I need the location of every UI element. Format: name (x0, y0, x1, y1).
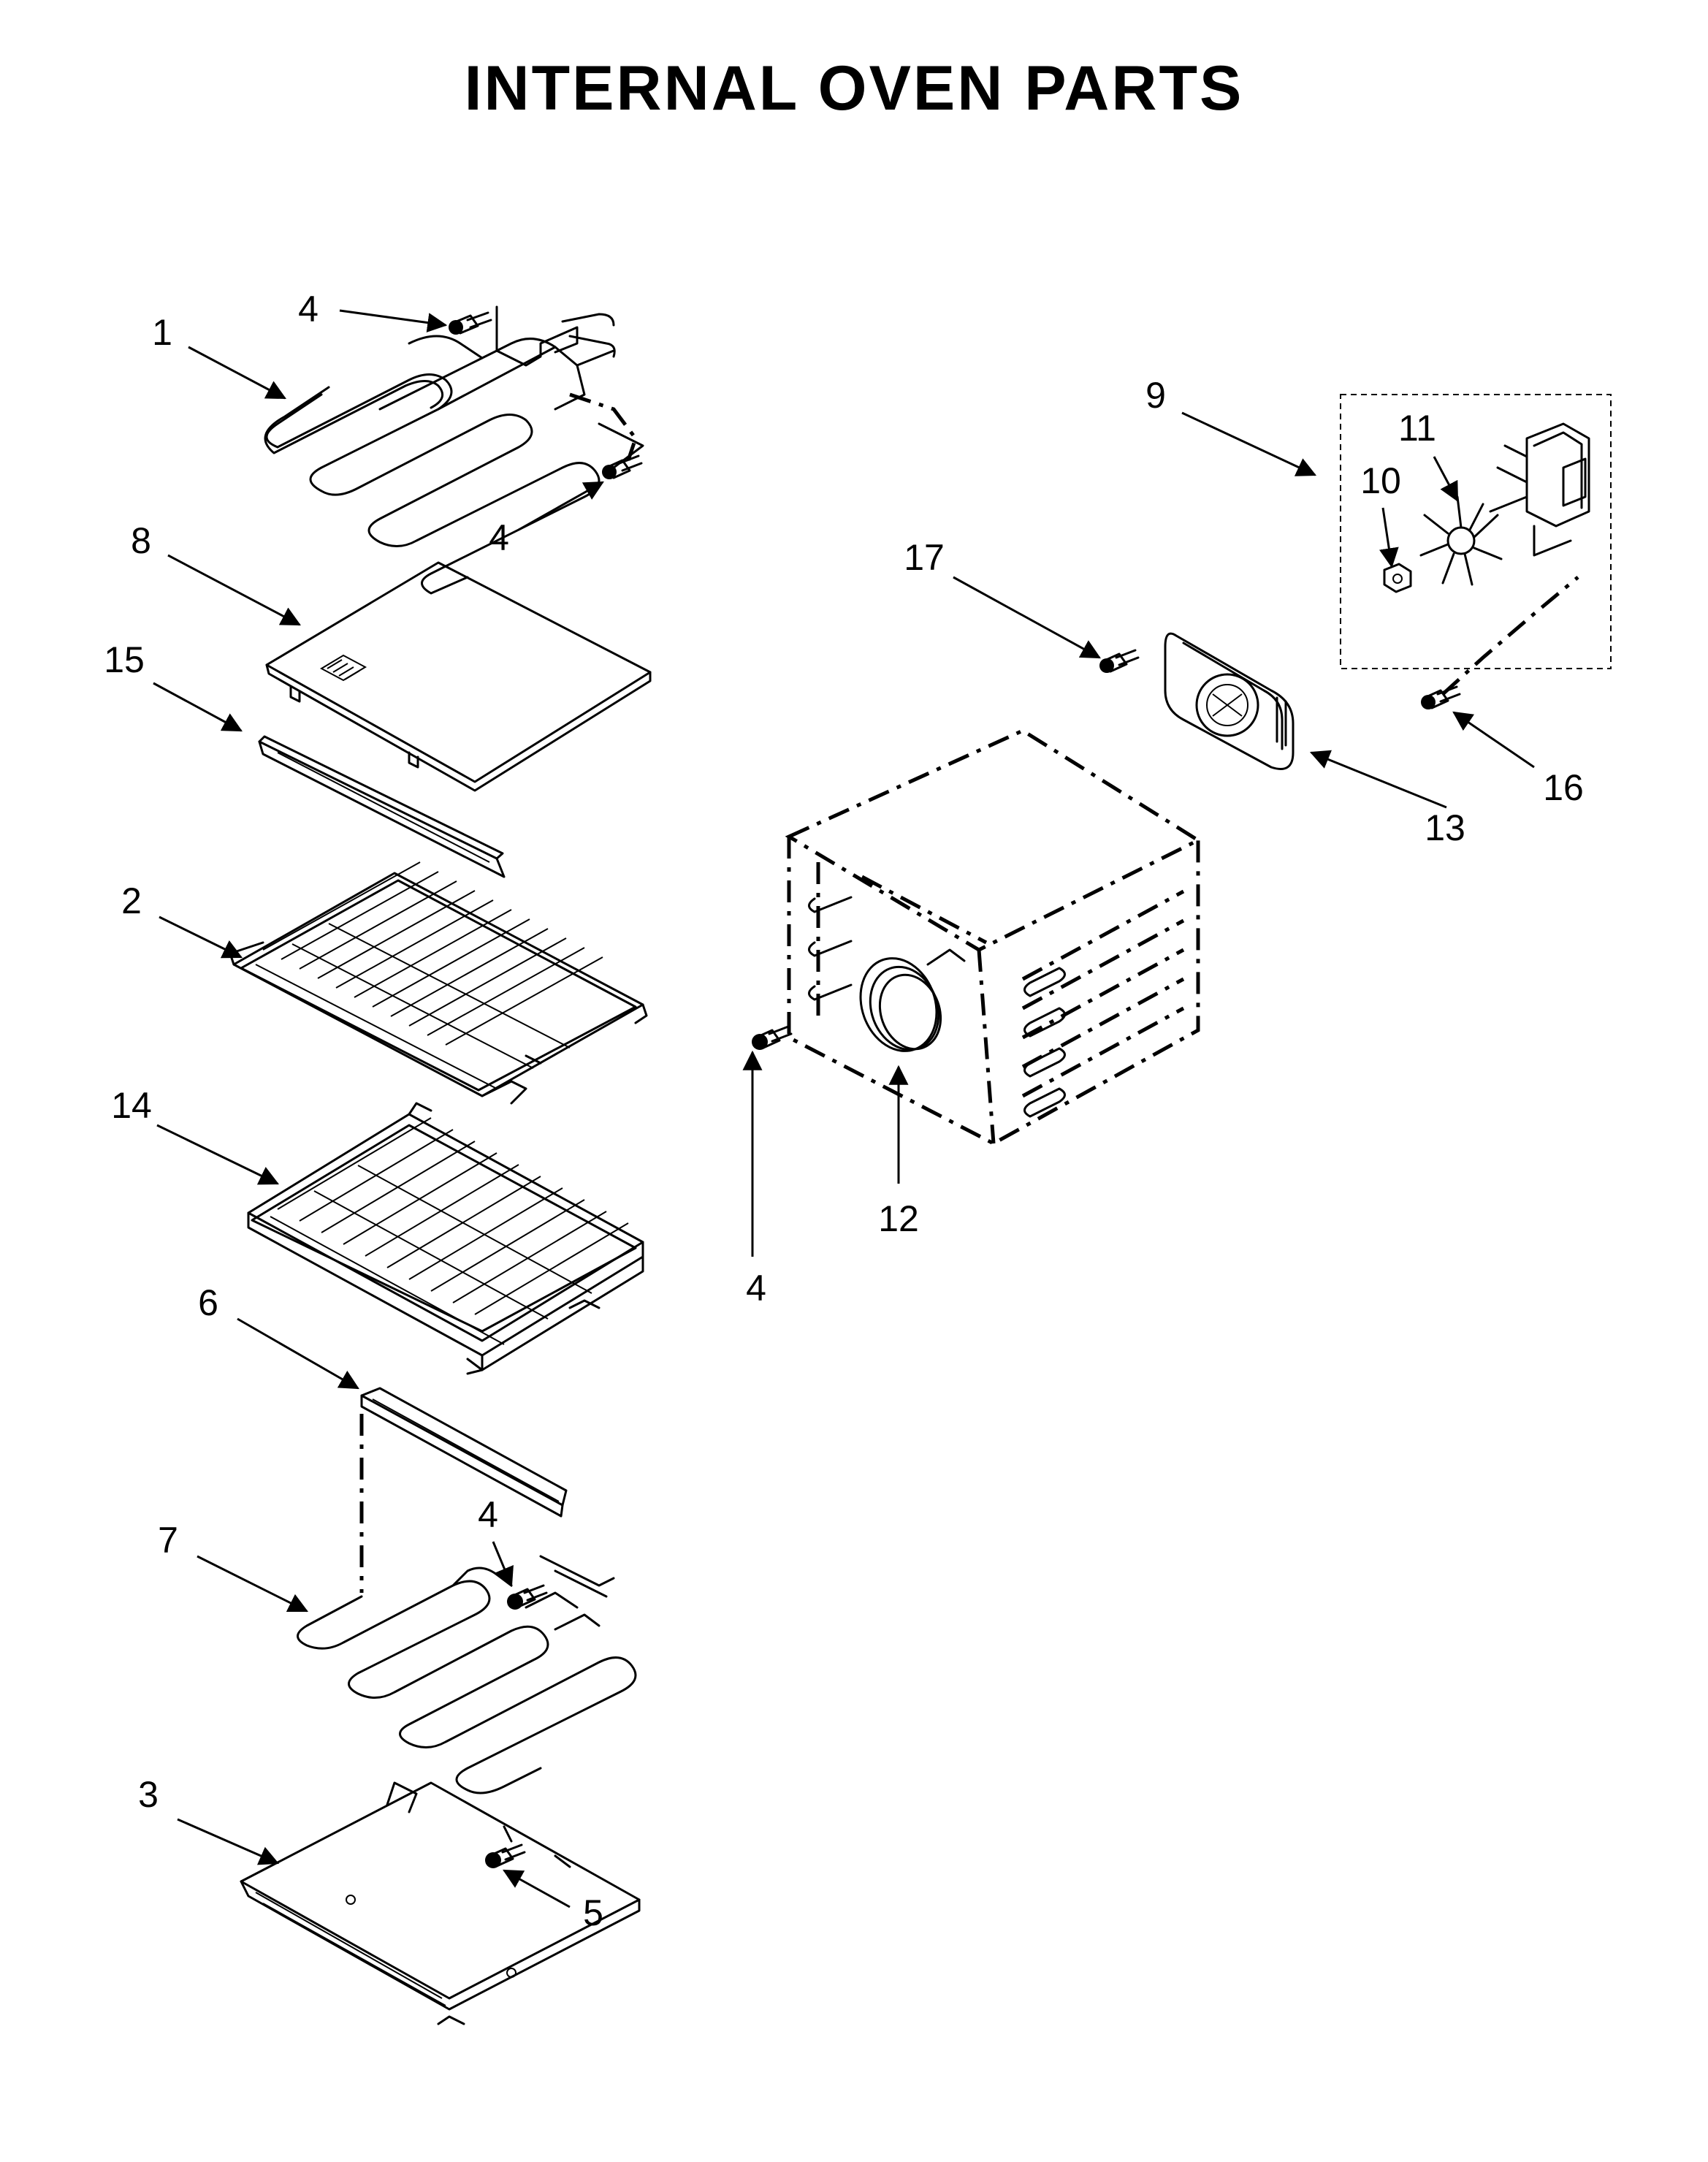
part-13-fan-cover[interactable] (1164, 632, 1295, 770)
part-12-oven-cavity[interactable] (785, 728, 1202, 1146)
callout-5[interactable]: 5 (583, 1892, 603, 1933)
screw-4a (449, 311, 492, 335)
callout-13[interactable]: 13 (1425, 807, 1465, 848)
screw-5 (485, 1843, 526, 1868)
part-10-nut[interactable] (1383, 563, 1412, 593)
callout-9[interactable]: 9 (1145, 375, 1166, 416)
part-15-trim[interactable] (258, 735, 506, 878)
part-3-bottom-panel[interactable] (240, 1781, 641, 2025)
screw-17 (1099, 649, 1140, 673)
callout-4-upper-right[interactable]: 4 (489, 517, 509, 558)
screw-16 (1421, 685, 1461, 709)
callout-15[interactable]: 15 (104, 639, 145, 680)
callout-12[interactable]: 12 (878, 1198, 919, 1239)
screw-4b (602, 454, 643, 479)
callout-16[interactable]: 16 (1543, 767, 1584, 808)
callout-17[interactable]: 17 (904, 537, 945, 578)
leader-lines (153, 309, 1535, 1908)
part-9-fan-motor[interactable] (1489, 422, 1590, 557)
part-11-fan-blade[interactable] (1419, 495, 1503, 586)
part-9-fan-assembly-box (1340, 394, 1612, 669)
callout-7[interactable]: 7 (158, 1520, 178, 1561)
page-title: INTERNAL OVEN PARTS (465, 53, 1244, 123)
part-1-broil-element[interactable] (264, 305, 644, 595)
part-7-bake-element[interactable] (297, 1555, 637, 1794)
screw-4c (752, 1025, 793, 1050)
callout-4-lower[interactable]: 4 (478, 1494, 498, 1535)
screw-4d (507, 1584, 548, 1610)
callout-1[interactable]: 1 (152, 312, 172, 353)
callout-10[interactable]: 10 (1360, 460, 1401, 501)
callout-6[interactable]: 6 (198, 1282, 218, 1323)
callout-14[interactable]: 14 (111, 1085, 152, 1126)
part-6-trim-lower[interactable] (360, 1387, 568, 1518)
callout-11[interactable]: 11 (1398, 408, 1436, 449)
callout-4-cavity[interactable]: 4 (746, 1268, 766, 1309)
callout-4-top[interactable]: 4 (298, 289, 319, 330)
callout-8[interactable]: 8 (131, 520, 151, 561)
part-8-cover-panel[interactable] (265, 561, 652, 792)
part-14-rollout-rack[interactable] (247, 1102, 644, 1375)
callout-labels: 1 4 4 8 15 2 14 6 7 4 3 5 4 12 17 13 16 … (104, 289, 1584, 1933)
callout-3[interactable]: 3 (138, 1774, 159, 1815)
callout-2[interactable]: 2 (121, 880, 142, 921)
part-2-rack[interactable] (229, 861, 648, 1105)
